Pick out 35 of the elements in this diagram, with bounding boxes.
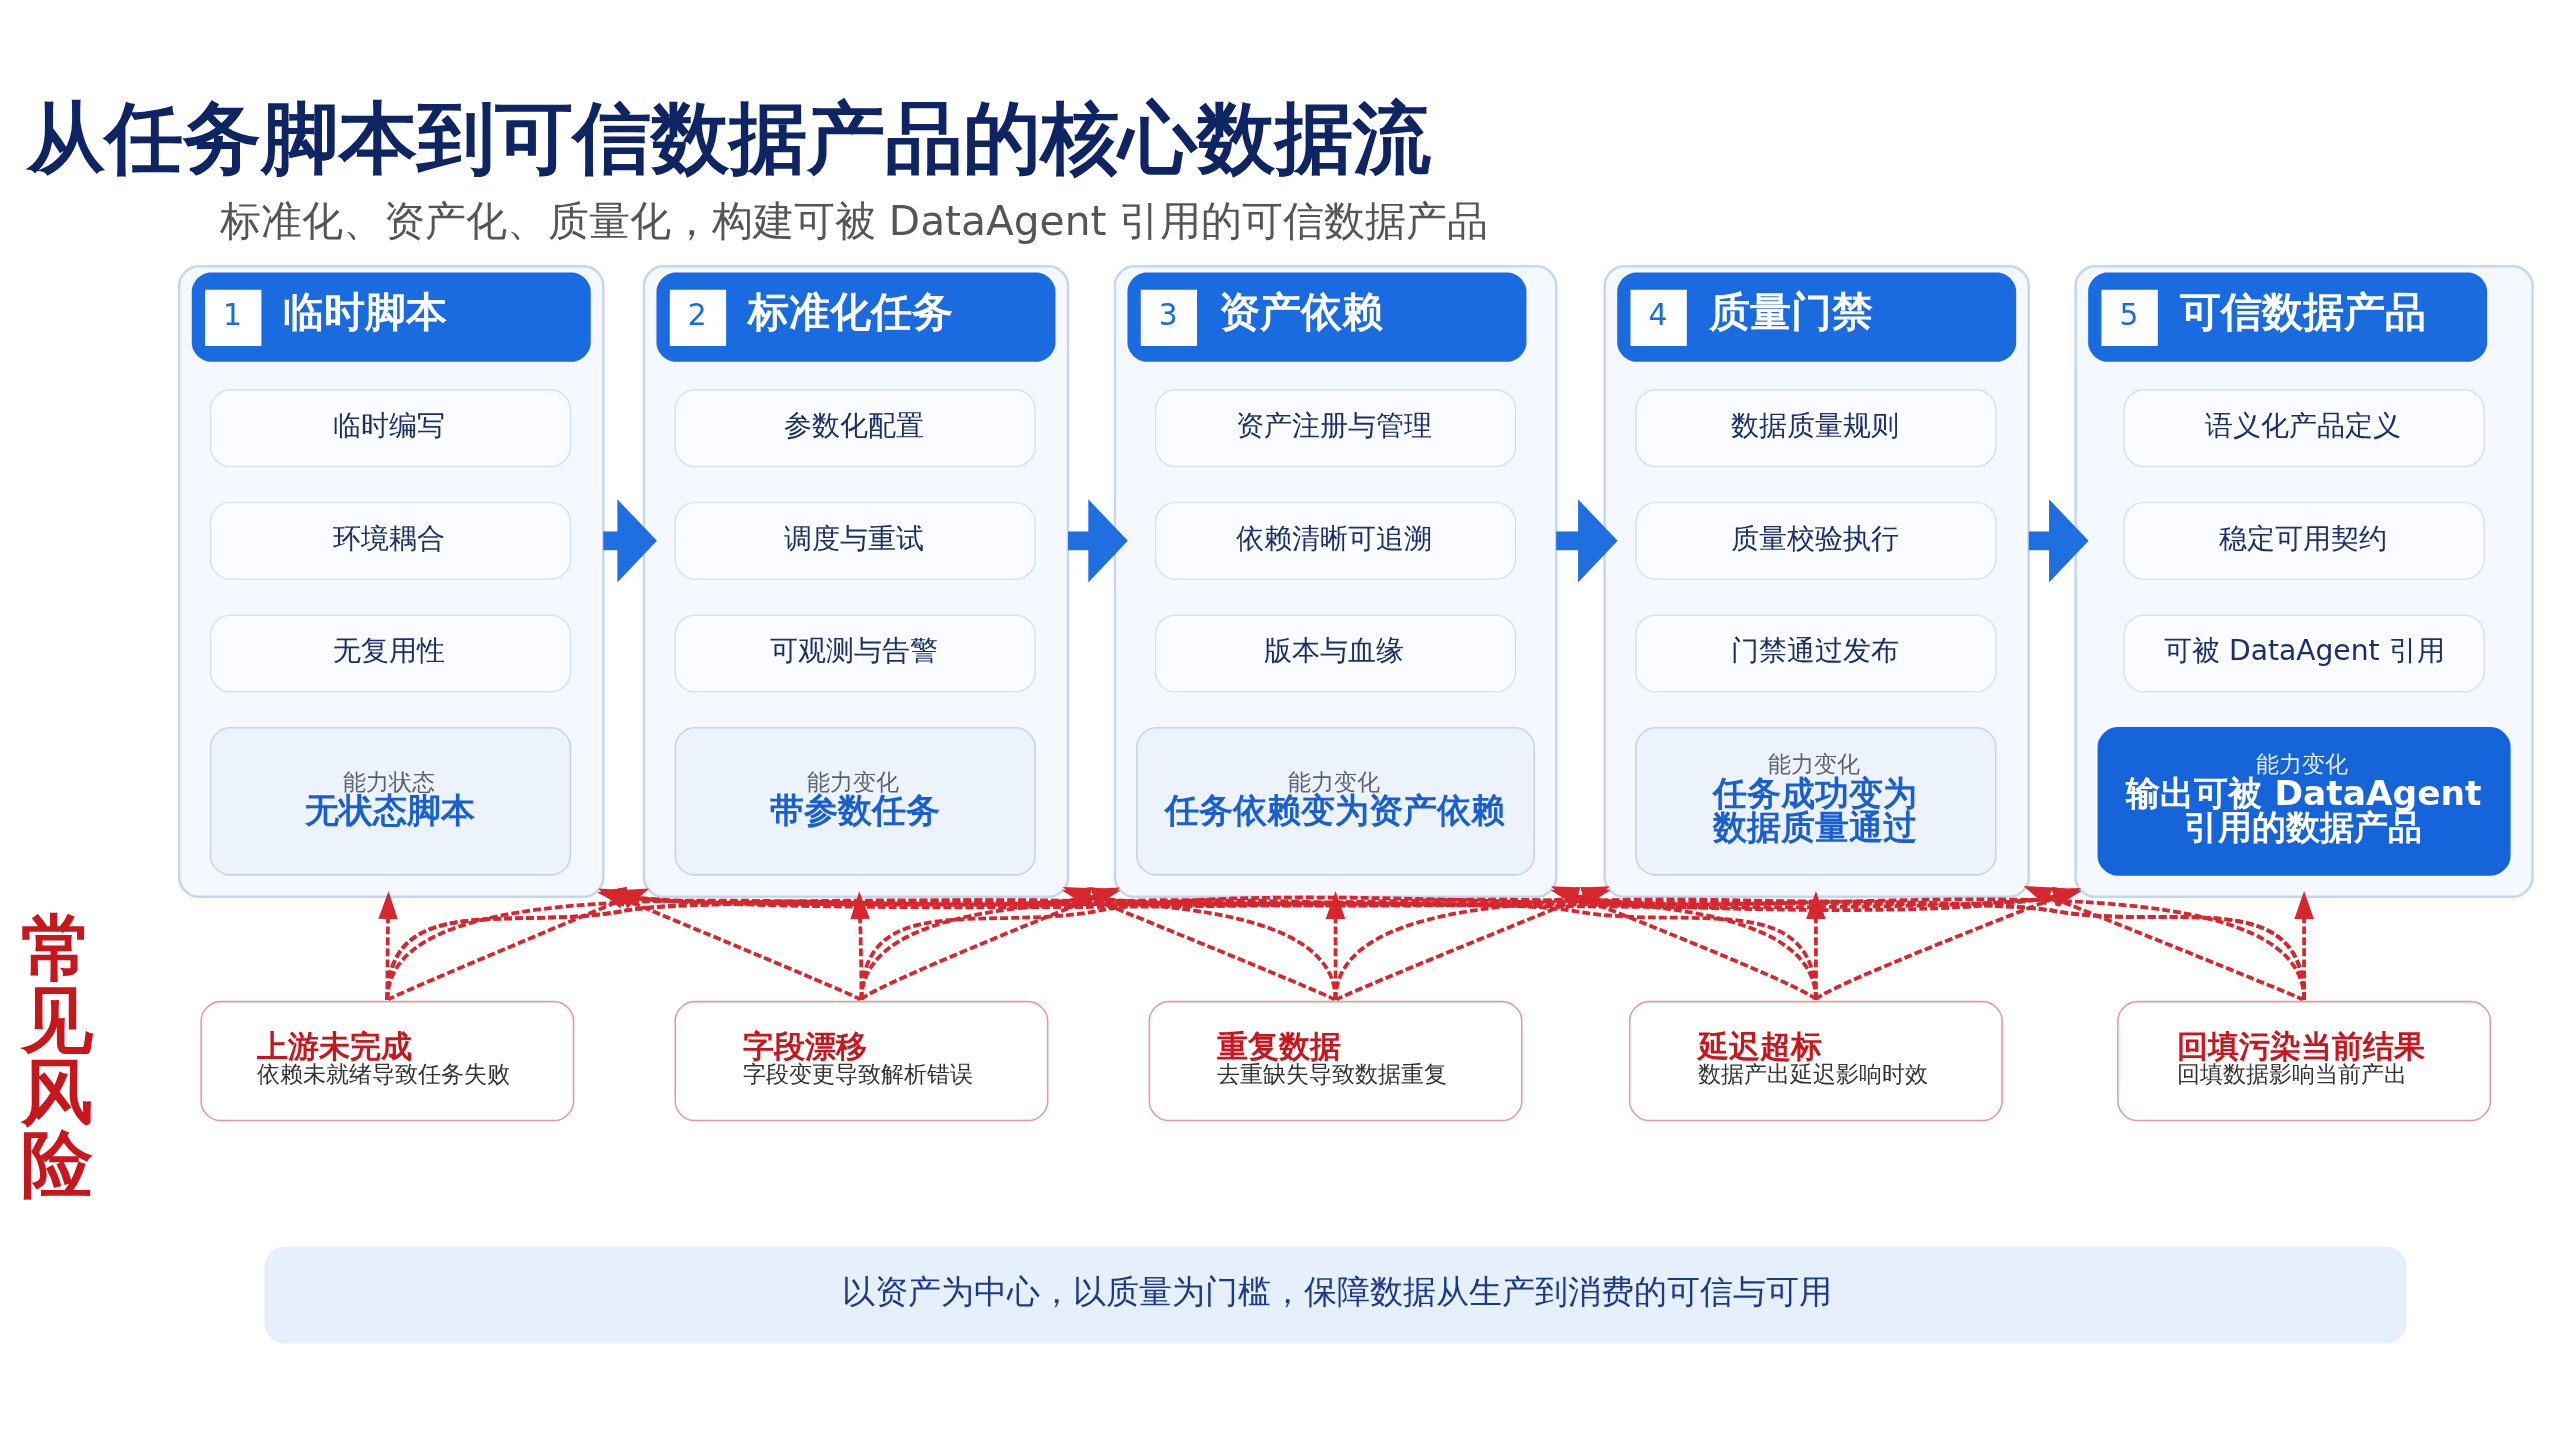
node-box: 能力变化 输出可被 DataAgent 引用的数据产品 xyxy=(2097,727,2511,876)
node-box: 依赖清晰可追溯 xyxy=(1154,501,1517,580)
node-box: 能力变化 任务成功变为数据质量通过 xyxy=(1635,727,1997,876)
node-box: 延迟超标 数据产出延迟影响时效 xyxy=(1628,1000,2003,1122)
arrow xyxy=(1556,499,1618,583)
arrow xyxy=(1068,499,1128,583)
label: 标准化、资产化、质量化，构建可被 DataAgent 引用的可信数据产品 xyxy=(219,196,1489,245)
node-box: 能力状态 无状态脚本 xyxy=(209,727,572,876)
node-box: 可被 DataAgent 引用 xyxy=(2123,614,2485,693)
arrow xyxy=(2023,886,2305,1002)
node-box: 字段漂移 字段变更导致解析错误 xyxy=(674,1000,1049,1122)
node-box: 上游未完成 依赖未就绪导致任务失败 xyxy=(200,1000,575,1122)
arrow xyxy=(2028,499,2089,583)
node-box: 资产注册与管理 xyxy=(1154,389,1517,468)
node-box: 质量校验执行 xyxy=(1635,501,1997,580)
arrow xyxy=(603,499,657,583)
node-box: 稳定可用契约 xyxy=(2123,501,2485,580)
diagram-title: 从任务脚本到可信数据产品的核心数据流 xyxy=(27,91,1432,183)
node-box: 回填污染当前结果 回填数据影响当前产出 xyxy=(2117,1000,2492,1122)
node-box: 版本与血缘 xyxy=(1154,614,1517,693)
arrow xyxy=(1814,887,2081,1002)
node-box: 参数化配置 xyxy=(674,389,1036,468)
node-box: 门禁通过发布 xyxy=(1635,614,1997,693)
node-box: 语义化产品定义 xyxy=(2123,389,2485,468)
node-box: 以资产为中心，以质量为门槛，保障数据从生产到消费的可信与可用 xyxy=(264,1246,2407,1344)
node-box: 临时编写 xyxy=(209,389,572,468)
node-box: 数据质量规则 xyxy=(1635,389,1997,468)
label: 常见风险 xyxy=(21,906,94,1207)
node-box: 调度与重试 xyxy=(674,501,1036,580)
node-box: 能力变化 带参数任务 xyxy=(674,727,1036,876)
node-box: 环境耦合 xyxy=(209,501,572,580)
node-box: 重复数据 去重缺失导致数据重复 xyxy=(1148,1000,1523,1122)
node-box: 能力变化 任务依赖变为资产依赖 xyxy=(1136,727,1536,876)
node-box: 无复用性 xyxy=(209,614,572,693)
node-box: 可观测与告警 xyxy=(674,614,1036,693)
